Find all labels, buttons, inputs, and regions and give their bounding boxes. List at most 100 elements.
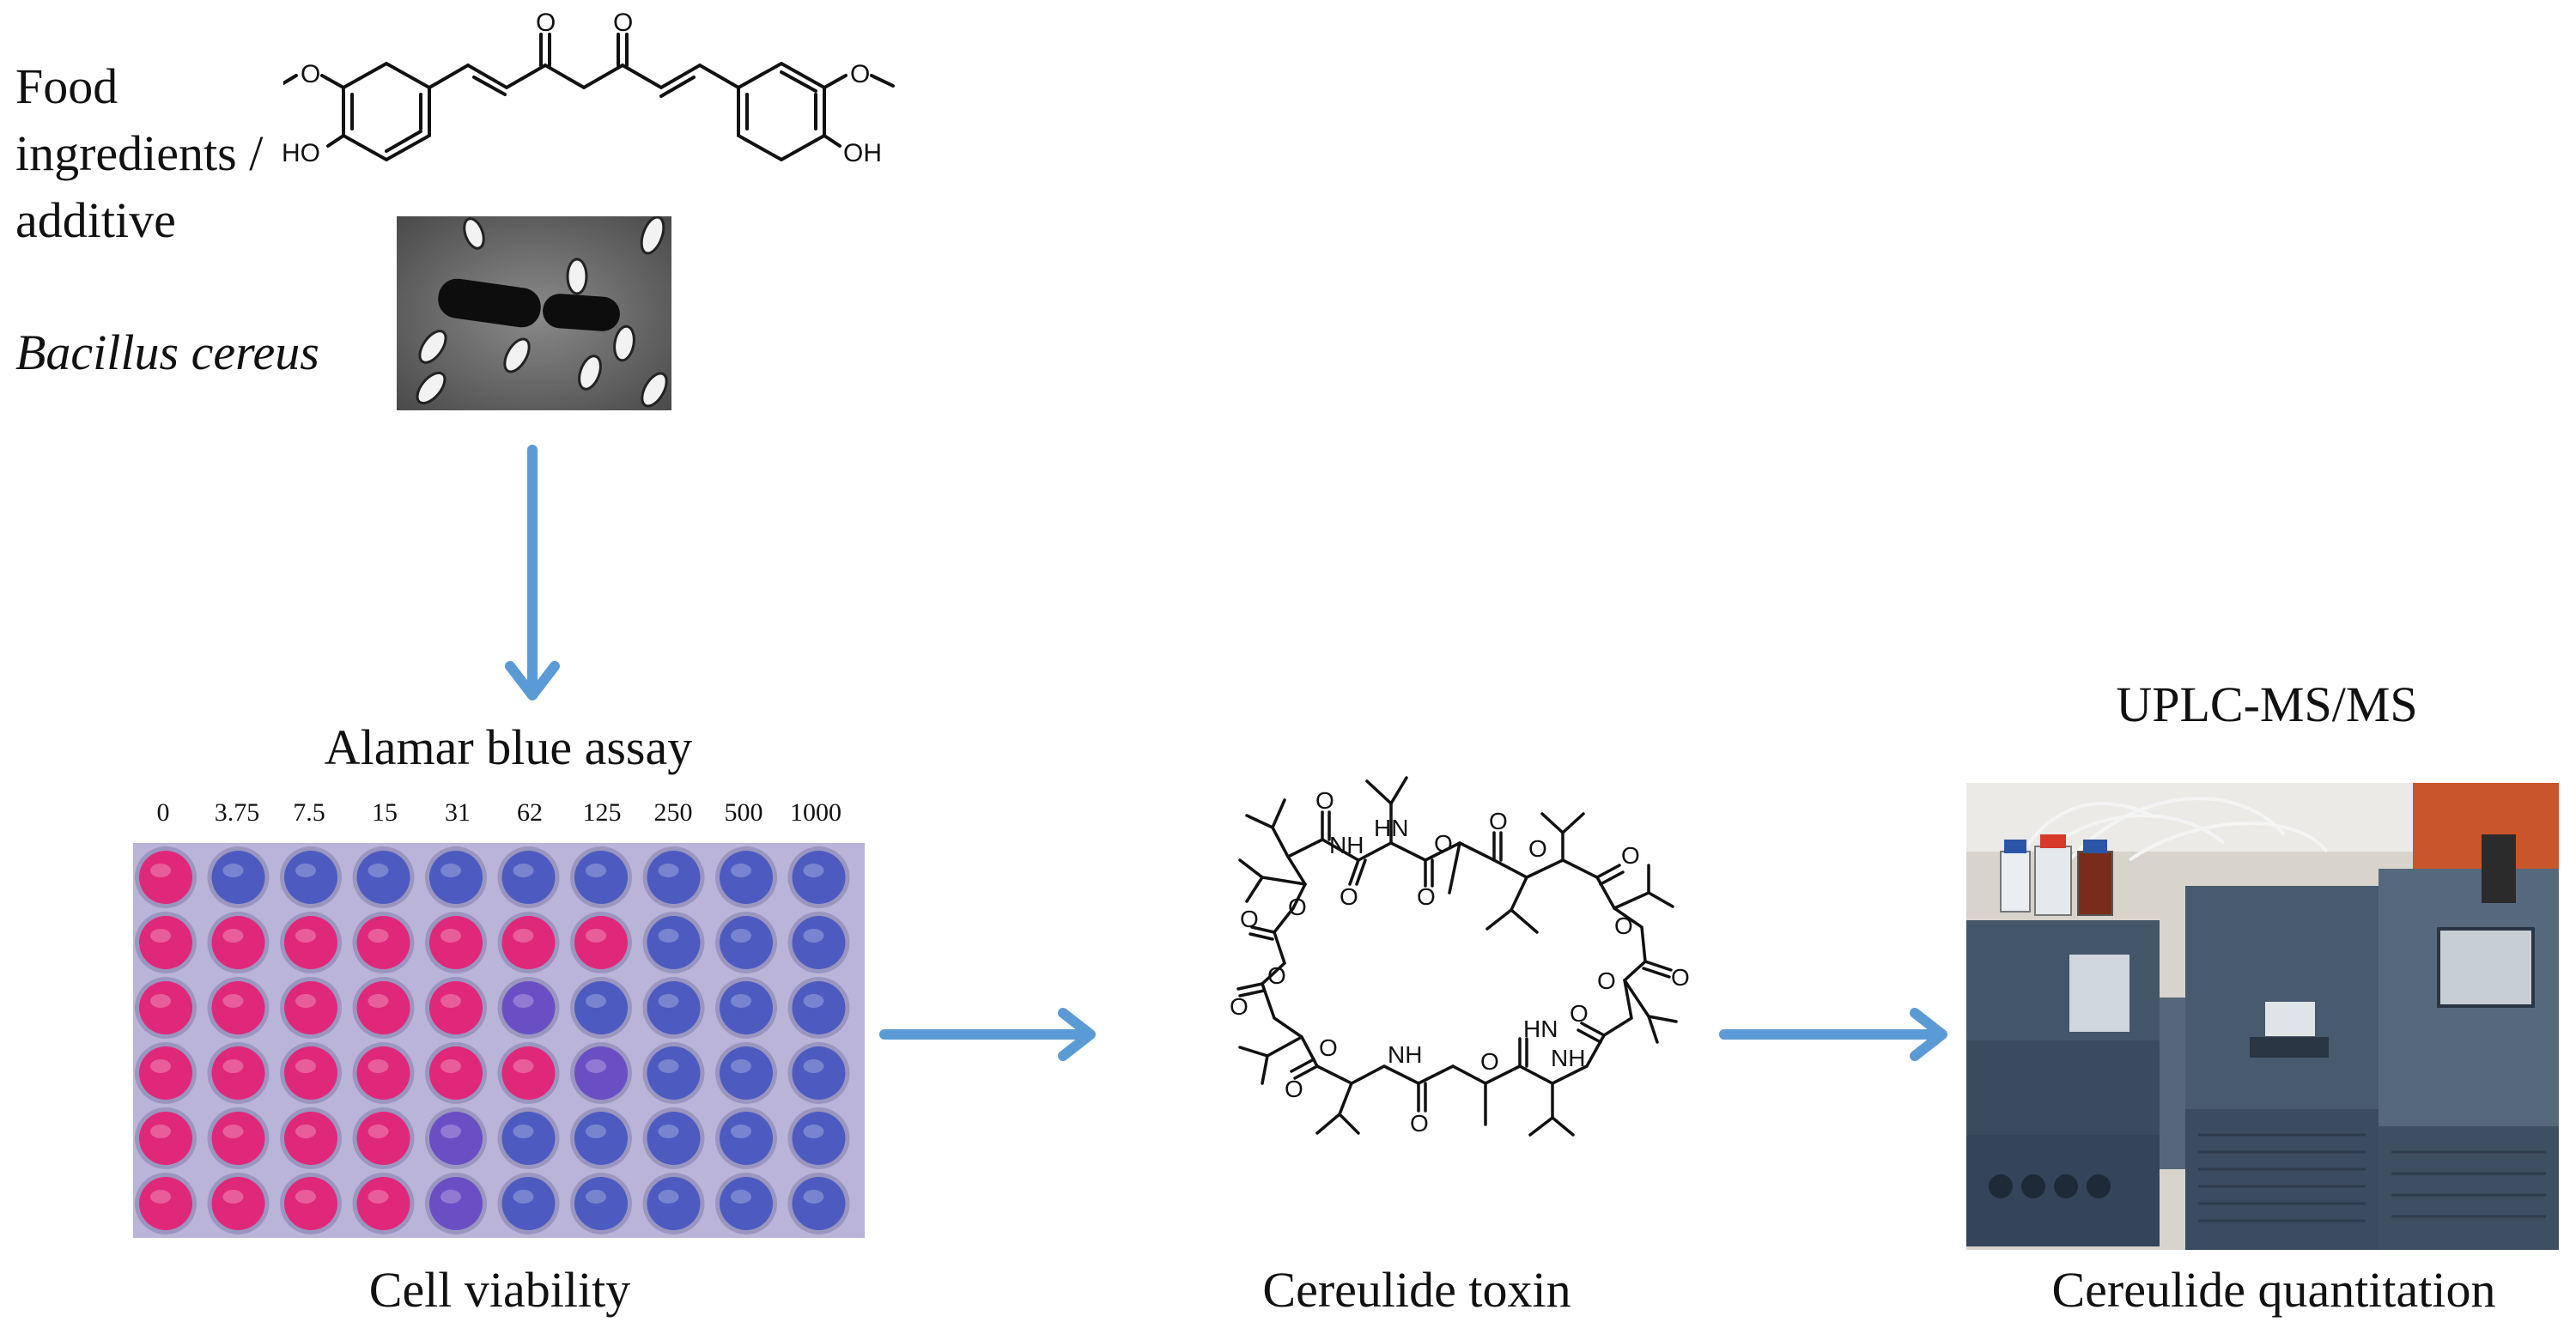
plate-well — [429, 1112, 483, 1165]
plate-well-highlight — [295, 1059, 316, 1073]
label-alamar-blue-assay: Alamar blue assay — [324, 719, 693, 775]
plate-well — [720, 981, 773, 1034]
plate-well — [356, 1046, 410, 1100]
plate-well — [720, 1112, 773, 1165]
atom-label: OH — [843, 139, 882, 167]
plate-well-highlight — [440, 1059, 461, 1073]
plate-well-highlight — [658, 1190, 679, 1204]
atom-label: O — [1528, 835, 1547, 862]
plate-well — [284, 916, 337, 969]
atom-label: O — [1570, 1000, 1589, 1027]
atom-label: NH — [1551, 1045, 1585, 1071]
atom-label: O — [850, 60, 870, 88]
plate-well-highlight — [150, 1190, 171, 1204]
plate-well-highlight — [222, 1059, 244, 1073]
plate-well — [139, 981, 192, 1034]
plate-well — [429, 1177, 483, 1230]
plate-well — [792, 851, 846, 904]
conc-label: 0 — [156, 798, 170, 827]
plate-well-highlight — [586, 1190, 606, 1204]
conc-label: 62 — [517, 798, 543, 827]
plate-well — [284, 1112, 337, 1165]
plate-well-highlight — [295, 1125, 316, 1138]
plate-well-highlight — [368, 864, 389, 877]
curcumin-structure: O HO O O O OH — [283, 9, 895, 167]
conc-label: 15 — [372, 798, 398, 827]
uplc-ms-instrument-photo — [1966, 783, 2559, 1250]
plate-well-highlight — [222, 929, 244, 943]
arrow-down-head — [505, 661, 560, 700]
plate-well — [139, 1177, 192, 1230]
plate-well-highlight — [658, 1059, 679, 1073]
bacillus-cereus-micrograph — [397, 216, 671, 410]
alamar-blue-plate — [133, 843, 865, 1238]
plate-well — [356, 1112, 410, 1165]
plate-well-highlight — [295, 864, 316, 877]
plate-well — [574, 851, 628, 904]
plate-well — [501, 981, 556, 1034]
atom-label: O — [1410, 1110, 1429, 1137]
conc-label: 7.5 — [293, 798, 325, 827]
plate-well — [211, 1046, 265, 1100]
plate-well — [574, 1177, 628, 1230]
conc-label: 3.75 — [214, 798, 260, 827]
plate-well-highlight — [440, 1190, 461, 1204]
plate-well-highlight — [731, 1125, 751, 1138]
plate-well — [429, 1046, 483, 1100]
conc-label: 31 — [445, 798, 471, 827]
label-cereulide-toxin: Cereulide toxin — [1262, 1262, 1571, 1318]
plate-well — [647, 1112, 701, 1165]
conc-label: 125 — [582, 798, 622, 827]
plate-well-highlight — [803, 1059, 824, 1073]
plate-well-highlight — [440, 1125, 461, 1138]
plate-well — [720, 1177, 773, 1230]
plate-well-highlight — [222, 1190, 244, 1204]
plate-well-highlight — [150, 994, 171, 1008]
atom-label: O — [1267, 962, 1286, 989]
plate-well-highlight — [440, 994, 461, 1008]
plate-well — [284, 981, 337, 1034]
plate-well — [647, 1177, 701, 1230]
plate-well-highlight — [731, 994, 751, 1008]
plate-well — [501, 916, 556, 969]
label-cell-viability: Cell viability — [368, 1262, 631, 1318]
label-uplc-ms: UPLC-MS/MS — [2116, 676, 2418, 732]
plate-well — [356, 916, 410, 969]
plate-well — [792, 916, 846, 969]
plate-well — [647, 1046, 701, 1100]
plate-well-highlight — [222, 1125, 244, 1138]
plate-well — [792, 1046, 846, 1100]
atom-label: O — [1230, 993, 1249, 1020]
atom-label: O — [1614, 913, 1633, 939]
plate-well — [647, 851, 701, 904]
label-bacillus-cereus: Bacillus cereus — [15, 324, 319, 380]
plate-well — [211, 851, 265, 904]
plate-well-highlight — [295, 994, 316, 1008]
plate-well — [501, 851, 556, 904]
plate-well — [429, 981, 483, 1034]
plate-well — [211, 1112, 265, 1165]
atom-label: NH — [1329, 832, 1364, 858]
plate-well-highlight — [295, 1190, 316, 1204]
atom-label: O — [1621, 842, 1640, 869]
plate-well-highlight — [222, 864, 244, 877]
plate-well-highlight — [513, 929, 534, 943]
plate-well-highlight — [368, 1125, 389, 1138]
atom-label: NH — [1388, 1041, 1422, 1068]
plate-well-highlight — [150, 864, 171, 877]
plate-well — [139, 1112, 192, 1165]
atom-label: O — [1288, 894, 1307, 920]
plate-well-highlight — [586, 864, 606, 877]
label-food: Food — [15, 58, 118, 114]
arrow-right-1-head — [1058, 1008, 1096, 1061]
plate-well-highlight — [658, 1125, 679, 1138]
plate-well — [574, 981, 628, 1034]
plate-well — [792, 1177, 846, 1230]
plate-well-highlight — [368, 1059, 389, 1073]
conc-label: 1000 — [790, 798, 841, 827]
plate-well — [574, 1112, 628, 1165]
plate-well — [647, 981, 701, 1034]
plate-well-highlight — [803, 1190, 824, 1204]
label-cereulide-quantitation: Cereulide quantitation — [2051, 1262, 2496, 1318]
